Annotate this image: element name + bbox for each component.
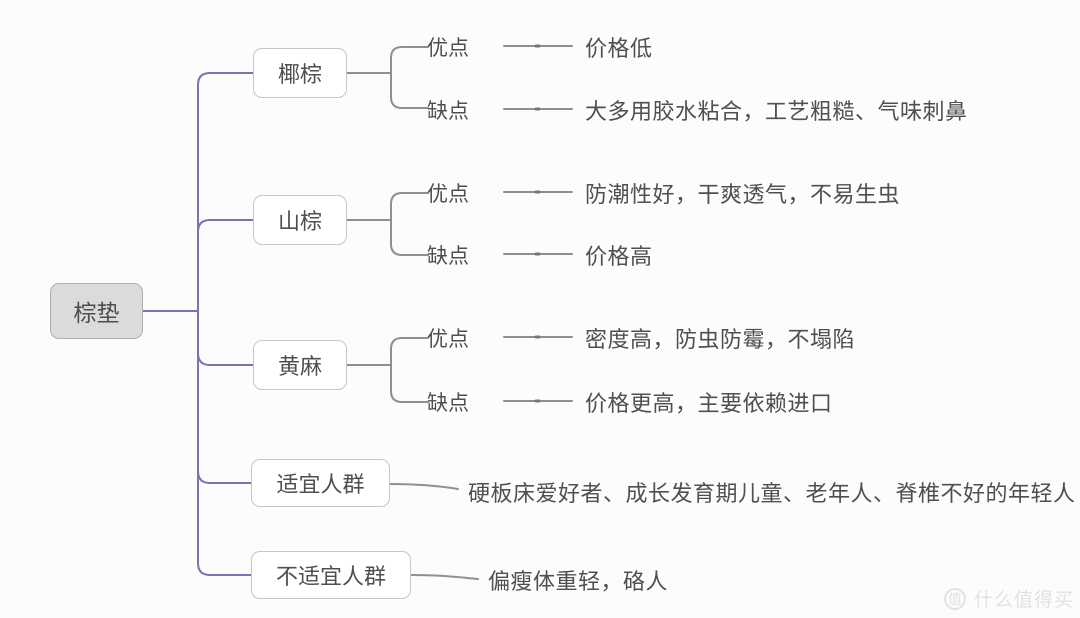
branch-elbow-shiyi [197,310,252,484]
sublabel-yezong-cons: 缺点 [427,100,469,123]
leaf-yezong-cons: 大多用胶水粘合，工艺粗糙、气味刺鼻 [585,99,968,124]
sublabel-huangma-pros: 优点 [427,328,469,351]
branch-node-shanzong: 山棕 [253,195,347,245]
leaf-huangma-pros: 密度高，防虫防霉，不塌陷 [585,327,856,352]
branch-node-bushiyi-renqun: 不适宜人群 [251,551,411,599]
branch-node-label: 山棕 [277,209,322,234]
bracket-shanzong [390,192,429,256]
sublabel-shanzong-cons: 缺点 [427,245,469,268]
smzdm-watermark-text: 什么值得买 [974,590,1075,611]
branch-node-label: 适宜人群 [276,472,365,497]
branch-node-huangma: 黄麻 [253,340,347,390]
root-node: 棕垫 [50,283,143,339]
bracket-huangma [390,337,429,403]
smzdm-logo-icon: 值 [944,587,966,610]
branch-elbow-huangma [197,310,254,366]
leaf-huangma-cons: 价格更高，主要依赖进口 [585,391,833,416]
leaf-bushiyi-renqun: 偏瘦体重轻，硌人 [488,569,669,594]
leaf-yezong-pros: 价格低 [585,36,653,61]
branch-node-label: 黄麻 [277,354,322,379]
smzdm-watermark: 值 什么值得买 [944,585,1074,612]
branch-node-shiyi-renqun: 适宜人群 [251,459,390,507]
leaf-shiyi-renqun: 硬板床爱好者、成长发育期儿童、老年人、脊椎不好的年轻人 [468,481,1076,506]
leaf-shanzong-pros: 防潮性好，干爽透气，不易生虫 [585,182,901,207]
branch-elbow-bushiyi [197,310,252,576]
branch-elbow-shanzong [197,219,254,312]
bracket-yezong [390,46,429,109]
sublabel-yezong-pros: 优点 [427,37,469,60]
branch-elbow-yezong [197,72,254,312]
branch-node-label: 椰棕 [277,62,322,87]
branch-node-yezong: 椰棕 [253,48,347,98]
leaf-line-bushiyi [410,574,479,580]
sublabel-shanzong-pros: 优点 [427,183,469,206]
leaf-line-shiyi [389,483,459,490]
root-node-label: 棕垫 [73,300,120,326]
branch-node-label: 不适宜人群 [275,564,386,589]
sublabel-huangma-cons: 缺点 [427,392,469,415]
leaf-shanzong-cons: 价格高 [585,244,653,269]
